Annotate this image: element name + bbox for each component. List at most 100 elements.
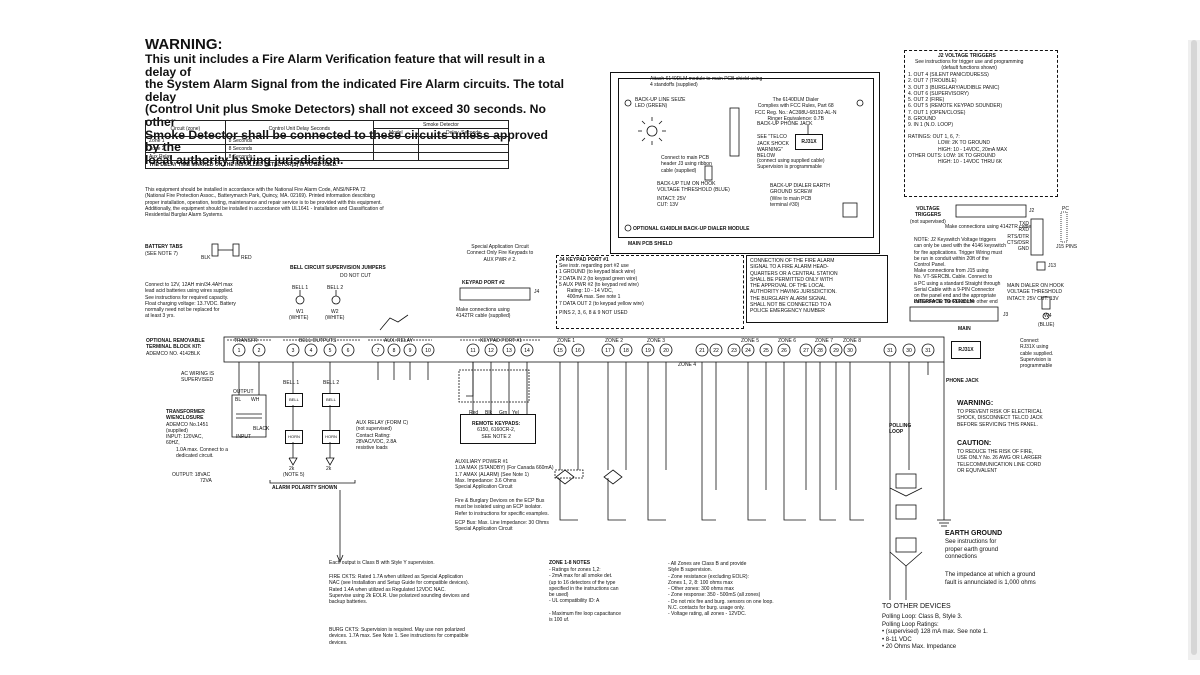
fire-ckts-line: FIRE CKTS: Rated 1.7A when utilized as S… <box>329 574 463 580</box>
terminal-screw <box>727 343 741 357</box>
terminal-number: 20 <box>663 348 669 354</box>
zone-7-label: ZONE 7 <box>815 338 834 344</box>
j2-out: 7. OUT 1 (OPEN/CLOSE) <box>908 109 966 116</box>
phone-jack-line: BACK-UP PHONE JACK <box>757 121 813 127</box>
fac-line: SIGNAL TO A FIRE ALARM HEAD- <box>750 264 829 271</box>
zone-note-line: - Other zones: 300 ohms max <box>668 586 734 592</box>
aux-relay-line: AUX RELAY (FORM C) <box>356 420 409 426</box>
pc-label: PC <box>1062 206 1069 212</box>
warning-line: This unit includes a Fire Alarm Verifica… <box>145 52 545 79</box>
backup-tlm: BACK-UP TLM ON HOOK VOLTAGE THRESHOLD (B… <box>657 181 730 208</box>
kp1-line: 5 AUX PWR #2 (to keypad red wire) <box>559 281 639 288</box>
polling-rating-line: • (supervised) 128 mA max. See note 1. <box>882 629 988 635</box>
ground-fault-line: fault is annunciated is 1,000 ohms <box>945 579 1036 586</box>
serial-pin: CTS/DSR <box>1007 239 1029 246</box>
terminal-number: 3 <box>292 348 295 354</box>
fire-alarm-connection-text: CONNECTION OF THE FIRE ALARM SIGNAL TO A… <box>750 258 838 314</box>
scrollbar-thumb[interactable] <box>1191 40 1197 655</box>
battery-desc-line: See instructions for required capacity. <box>145 294 229 301</box>
terminal-screw <box>883 343 897 357</box>
terminal-screw <box>484 343 498 357</box>
w4-jumper <box>1041 296 1051 310</box>
fcc-line: Complies with FCC Rules, Part 68 <box>757 103 834 110</box>
fire-alarm-connection-box <box>746 255 888 323</box>
warning-line: the System Alarm Signal from the indicat… <box>145 77 564 104</box>
tb-label-line: ADEMCO NO. 4142BLK <box>146 350 201 357</box>
aux-relay-desc: AUX RELAY (FORM C) (not supervised) Cont… <box>356 420 408 451</box>
battery-title: BATTERY TABS <box>145 244 183 250</box>
output-rating-line: OUTPUT: 18VAC <box>172 472 211 478</box>
jumper-w1-color: (WHITE) <box>289 315 309 321</box>
jumper-w1: W1 <box>296 309 304 315</box>
kp1-line: 400mA max. See note 1 <box>567 294 621 301</box>
polling-loop-label: POLLING LOOP <box>889 423 911 435</box>
serial-desc-line: on the panel end and the appropriate <box>914 293 997 299</box>
bell1-eol-note: (NOTE 5) <box>283 472 305 478</box>
rj31x-note-line: cable supplied. <box>1020 350 1054 357</box>
terminal-screw <box>387 343 401 357</box>
j2-title: J2 VOLTAGE TRIGGERS <box>938 53 996 59</box>
keypad-port1-tb-label: KEYPAD PORT #1 <box>480 338 522 344</box>
fire-ckts-line: Rated 1.4A when utilized as Regulated 12… <box>329 586 446 593</box>
seize-line: LED (GREEN) <box>635 103 668 110</box>
bell-jumper-2-label: BELL 2 <box>327 285 344 291</box>
terminal-screw <box>371 343 385 357</box>
class-b-note: Each output is Class B with Style Y supe… <box>329 560 435 566</box>
jumper-w2-color: (WHITE) <box>325 315 345 321</box>
terminal-screw <box>323 343 337 357</box>
transformer-line: ADEMCO No.1451 <box>166 421 209 428</box>
ac-wiring-line: AC WIRING IS <box>181 371 215 377</box>
keypad-port1-box <box>556 255 744 329</box>
jumper-w2: W2 <box>331 309 339 315</box>
connect-main-line: Connect to main PCB <box>661 155 710 161</box>
terminal-number: 19 <box>645 348 651 354</box>
zone-note-line: - All Zones are Class B and provide <box>668 561 747 567</box>
polling-rating-line: • 8-11 VDC <box>882 636 912 643</box>
delay-footnote: THE DELAY TIME MARKED ON THE INSTALLED D… <box>145 160 509 169</box>
connect-main-line: header J3 using ribbon <box>661 161 712 168</box>
bell1-eol: 2k <box>289 466 295 472</box>
battery-desc: Connect to 12V, 12AH min/34.4AH max lead… <box>145 282 285 320</box>
main-phone-label: MAIN <box>958 326 971 332</box>
battery-tab-red <box>232 243 240 257</box>
aux-relay-line: (not supervised) <box>356 426 392 433</box>
burg-ckts-line: devices. 1.7A max. See Note 1. See instr… <box>329 633 469 640</box>
fire-ckts-line: NAC (see Installation and Setup Guide fo… <box>329 580 470 587</box>
zone-note-line: - 2mA max for all smoke det. <box>549 573 613 580</box>
polling-device-relay <box>895 504 917 520</box>
battery-desc-line: Float charging voltage: 13.7VDC. Battery <box>145 300 236 307</box>
aux-power-note: AUXILIARY POWER #1 1.0A MAX (STANDBY) (F… <box>455 459 554 490</box>
earth-line: GROUND SCREW <box>770 189 813 196</box>
fac-line: THE APPROVAL OF THE LOCAL <box>750 283 825 289</box>
transformer-output-label: OUTPUT <box>233 389 254 395</box>
zone-note-line: - Zone response: 350 - 500mS (all zones) <box>668 592 761 599</box>
aux-relay-line: resistive loads <box>356 445 388 451</box>
zone-1-label: ZONE 1 <box>557 338 576 344</box>
terminal-screw <box>777 343 791 357</box>
battery-blk: BLK <box>201 255 211 261</box>
terminal-number: 27 <box>803 348 809 354</box>
aux-power-line: 1.0A MAX (STANDBY) (For Canada 660mA) <box>455 465 554 472</box>
phone-jack-line: SEE "TELCO <box>757 134 787 141</box>
ecp-imp-line: ECP Bus: Max. Line Impedance: 30 Ohms <box>455 520 549 526</box>
zone-note-line: Style B supervision. <box>668 567 712 574</box>
burg-ckts-line: BURG CKTS: Supervision is required. May … <box>329 627 465 633</box>
bell2-output-label: BELL 2 <box>323 380 340 386</box>
zone-2-label: ZONE 2 <box>605 338 624 344</box>
dialer-jumper <box>704 165 713 181</box>
earth-ground-body: See instructions for proper earth ground… <box>945 539 998 562</box>
terminal-screw <box>571 343 585 357</box>
fire-ckts-note: FIRE CKTS: Rated 1.7A when utilized as S… <box>329 574 469 605</box>
special-app-note: Special Application Circuit Connect Only… <box>455 244 545 263</box>
terminal-number: 29 <box>833 348 839 354</box>
j2-out: 3. OUT 3 (BURGLARY/AUDIBLE PANIC) <box>908 84 1000 91</box>
wire-red: Red <box>469 410 479 416</box>
kp1-line: See instr. regarding port #2 use <box>559 263 629 269</box>
serial-pin: RXD <box>1018 227 1029 234</box>
battery-desc-line: lead acid batteries using wires supplied… <box>145 288 234 295</box>
connect-rj31x-note: Connect RJ31X using cable supplied. Supe… <box>1020 338 1053 369</box>
vertical-scrollbar[interactable] <box>1188 40 1200 660</box>
terminal-number: 8 <box>393 348 396 354</box>
zone-4-label: ZONE 4 <box>678 362 697 368</box>
